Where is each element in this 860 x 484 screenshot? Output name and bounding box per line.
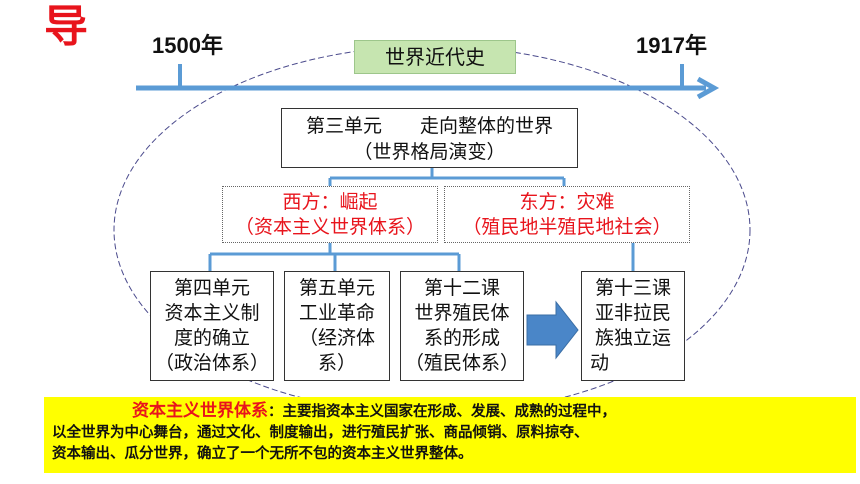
definition-line-3: 资本输出、瓜分世界，确立了一个无所不包的资本主义世界整体。 bbox=[52, 446, 473, 462]
unit3-title: 第三单元 走向整体的世界 bbox=[305, 115, 553, 137]
definition-box: 资本主义世界体系：主要指资本主义国家在形成、发展、成熟的过程中， 以全世界为中心… bbox=[44, 397, 856, 473]
definition-line-1: 资本主义世界体系：主要指资本主义国家在形成、发展、成熟的过程中， bbox=[52, 401, 846, 423]
lesson-line: 第十三课 bbox=[594, 277, 671, 299]
west-subtitle: （资本主义世界体系） bbox=[234, 216, 425, 238]
east-title: 东方：灾难 bbox=[519, 191, 615, 213]
lesson-line: 第五单元 bbox=[298, 277, 375, 299]
lesson-line: 世界殖民体 bbox=[414, 302, 510, 324]
lesson-box-unit4: 第四单元 资本主义制 度的确立 （政治体系） bbox=[150, 271, 274, 381]
definition-line-2: 以全世界为中心舞台，通过文化、制度输出，进行殖民扩张、商品倾销、原料掠夺、 bbox=[52, 425, 589, 441]
lesson-line: 度的确立 bbox=[173, 327, 250, 349]
unit3-box: 第三单元 走向整体的世界 （世界格局演变） bbox=[281, 108, 578, 168]
lesson-line: 资本主义制 bbox=[164, 302, 260, 324]
lesson-box-lesson13: 第十三课 亚非拉民 族独立运 动 bbox=[581, 271, 685, 381]
timeline-end-year: 1917年 bbox=[636, 33, 707, 58]
lesson-line: （政治体系） bbox=[154, 352, 269, 374]
lesson-line: 第四单元 bbox=[173, 277, 250, 299]
lesson-line: 动 bbox=[590, 352, 610, 374]
lesson-box-unit5: 第五单元 工业革命 （经济体 系） bbox=[284, 271, 390, 381]
definition-text: ：主要指资本主义国家在形成、发展、成熟的过程中， bbox=[268, 404, 616, 420]
lesson-line: 亚非拉民 bbox=[594, 302, 671, 324]
unit3-subtitle: （世界格局演变） bbox=[353, 141, 506, 163]
west-title: 西方：崛起 bbox=[282, 191, 378, 213]
timeline-arrow bbox=[696, 76, 720, 100]
lesson-line: （殖民体系） bbox=[404, 352, 519, 374]
lesson-line: 第十二课 bbox=[423, 277, 500, 299]
lesson-line: 族独立运 bbox=[594, 327, 671, 349]
lesson-line: 系的形成 bbox=[423, 327, 500, 349]
definition-term: 资本主义世界体系 bbox=[132, 401, 268, 421]
lesson-box-lesson12: 第十二课 世界殖民体 系的形成 （殖民体系） bbox=[400, 271, 524, 381]
era-label: 世界近代史 bbox=[354, 40, 516, 74]
lesson-line: （经济体 bbox=[298, 327, 375, 349]
east-subtitle: （殖民地半殖民地社会） bbox=[462, 216, 672, 238]
lesson-line: 工业革命 bbox=[298, 302, 375, 324]
west-box: 西方：崛起 （资本主义世界体系） bbox=[222, 186, 438, 243]
logo-character: 导 bbox=[44, 1, 88, 52]
timeline-start-year: 1500年 bbox=[152, 33, 223, 58]
east-box: 东方：灾难 （殖民地半殖民地社会） bbox=[444, 186, 690, 243]
lesson-line: 系） bbox=[317, 352, 356, 374]
flow-arrow-right bbox=[526, 300, 579, 360]
